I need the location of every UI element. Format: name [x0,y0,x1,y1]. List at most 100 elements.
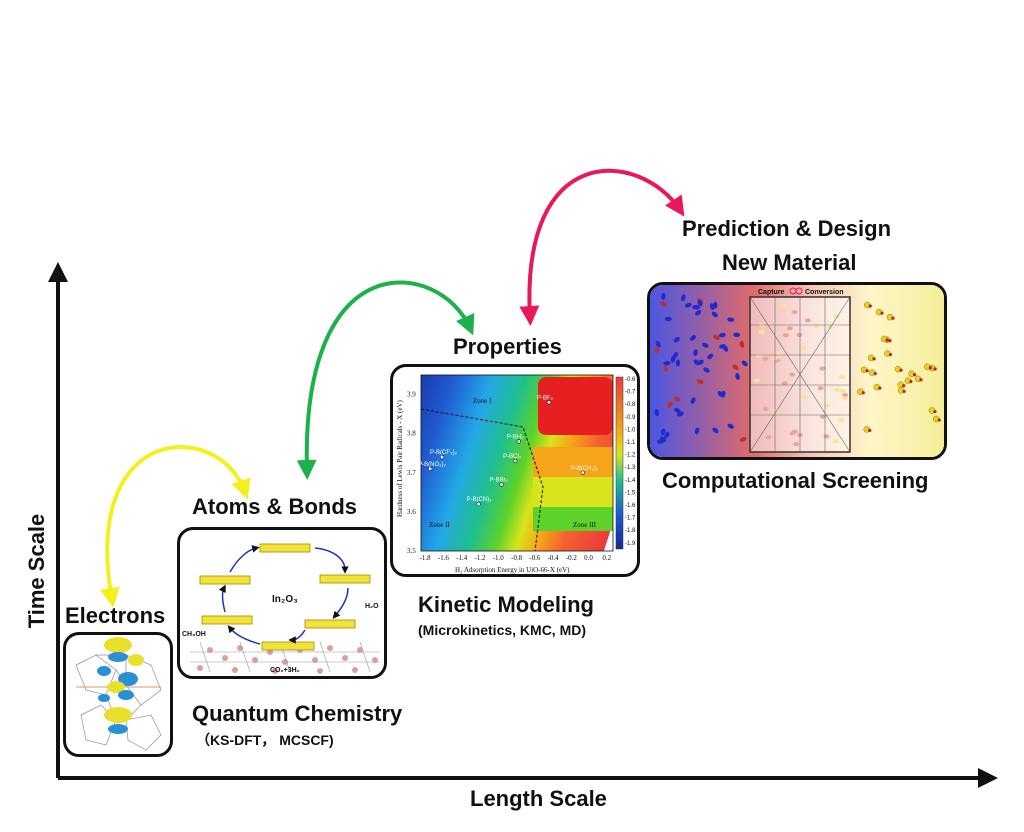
product-molecule-atom [912,373,917,377]
colorbar-tick-label: -1.8 [625,528,636,534]
product-molecule-atom [888,339,892,343]
contour-point [516,439,521,444]
product-molecule-atom [861,391,865,395]
x-axis-label: Length Scale [470,786,607,811]
product-molecule-atom [873,372,877,376]
gas-molecule [693,349,698,357]
gas-molecule [675,359,681,367]
prediction-title-line1: Prediction & Design [682,216,892,241]
y-tick-label: 3.6 [407,508,416,516]
atoms-bonds-panel: In₂O₃ CH₃OH H₂O CO₂+3H₂ [177,527,387,679]
x-tick-label: 0.0 [584,554,593,562]
colorbar-tick-label: -0.6 [625,377,636,383]
contour-x-axis-label: H₂ Adsorption Energy in UiO-66-X (eV) [455,566,570,574]
conversion-label: Conversion [805,289,844,296]
x-tick-label: 0.2 [602,554,611,562]
catalytic-cycle-image: In₂O₃ CH₃OH H₂O CO₂+3H₂ [182,543,380,674]
contour-point [476,501,481,507]
gas-molecule [677,411,684,417]
contour-point-label: P-B(NO₂)₂ [418,462,446,468]
gas-molecule [712,427,719,434]
gas-molecule [727,423,735,429]
gas-molecule [732,364,739,371]
gas-molecule [696,379,704,385]
product-molecule-atom [885,338,889,342]
gas-molecule [739,436,747,442]
gas-molecule [672,352,679,359]
prediction-panel: Capture Conversion [647,282,947,460]
contour-point-label: P-B(CH₃)₂ [571,466,599,472]
colorbar-tick-label: -0.9 [625,415,636,421]
y-tick-label: 3.8 [407,430,416,438]
zone-label-3: Zone III [573,521,597,529]
product-molecule-atom [899,368,903,372]
product-molecule-atom [888,352,893,357]
contour-point [513,458,518,464]
gas-molecule [741,360,748,367]
water-label: H₂O [365,603,379,610]
prediction-title-line2: New Material [722,250,857,275]
product-molecule-atom [868,428,872,432]
contour-point-label: P-B(CF₃)₂ [430,450,457,456]
electrons-panel [63,632,173,757]
product-molecule-atom [937,418,941,422]
colorbar-tick-label: -1.2 [625,453,636,459]
product-molecule-atom [880,311,884,315]
y-tick-label: 3.5 [407,547,416,555]
gas-molecule [660,301,667,307]
x-tick-label: -1.4 [456,554,468,562]
gas-molecule [727,317,735,322]
gas-molecule [663,360,671,366]
colorbar-tick-label: -0.8 [625,402,636,408]
colorbar-tick-label: -0.7 [625,390,636,396]
gas-molecule [739,340,745,348]
gas-molecule [692,304,700,310]
product-molecule-atom [902,389,906,394]
kinetic-modeling-detail: (Microkinetics, KMC, MD) [418,622,587,638]
gas-molecule [684,302,692,308]
colorbar-tick-label: -1.0 [625,427,636,433]
y-tick-label: 3.9 [407,391,416,399]
x-tick-label: -0.6 [529,554,541,562]
gas-molecule [681,294,686,302]
gas-molecule [693,359,700,366]
gas-molecule [711,311,718,318]
contour-y-axis-label: Hardness of Lewis Pair Radicals - X (eV) [396,400,404,517]
x-tick-label: -1.6 [438,554,450,562]
gas-molecule [713,334,720,340]
atoms-title: Atoms & Bonds [192,494,357,519]
co2-h2-label: CO₂+3H₂ [270,667,300,674]
gas-molecule [667,401,673,408]
contour-point [546,400,552,405]
gas-molecule [661,292,666,300]
colorbar-tick-label: -1.7 [625,516,636,522]
colorbar-tick-label: -1.4 [625,478,636,484]
product-molecule-atom [878,386,882,390]
gas-molecule [719,344,726,349]
gas-molecule [733,332,741,337]
product-molecule-atom [928,366,932,370]
quantum-chemistry-detail: （KS-DFT， MCSCF) [196,732,334,748]
contour-plot: P-BF₂P-BH₂P-BCl₂P-BBr₂P-B(CN)₂P-B(CF₃)₂P… [396,374,636,574]
gas-molecule [735,373,740,380]
contour-point [580,470,585,475]
x-tick-label: -0.4 [548,554,560,562]
x-tick-label: -0.2 [566,554,578,562]
gas-molecule [717,390,724,397]
gas-molecule [655,340,661,348]
x-tick-label: -0.8 [511,554,523,562]
pink-arrow [519,168,685,326]
colorbar-tick-label: -1.3 [625,465,636,471]
gas-molecule [697,299,703,307]
x-tick-label: -1.8 [420,554,432,562]
gas-molecule [694,427,700,435]
product-molecule-atom [909,380,913,384]
contour-point-label: P-BH₂ [507,434,524,440]
methanol-label: CH₃OH [182,631,206,638]
y-tick-label: 3.7 [407,469,416,477]
x-tick-label: -1.2 [474,554,486,562]
gas-molecule [695,310,702,316]
kinetic-modeling-label: Kinetic Modeling [418,592,594,617]
x-tick-label: -1.0 [493,554,505,562]
